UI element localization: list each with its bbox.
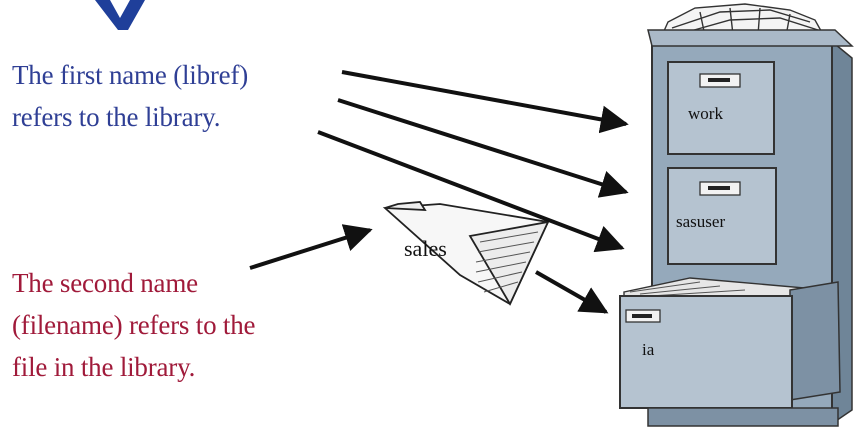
- filename-caption-line: (filename) refers to the: [12, 310, 256, 340]
- folder-label-sales: sales: [404, 236, 447, 261]
- drawer-sasuser: [667, 167, 777, 265]
- cropped-title-fragment: [95, 0, 145, 30]
- filename-caption-line: The second name: [12, 268, 198, 298]
- drawer-label-sasuser: sasuser: [676, 212, 726, 231]
- arrow-libref-to-work: [341, 70, 629, 134]
- arrows: [249, 70, 629, 314]
- libref-caption: The first name (libref) refers to the li…: [12, 54, 342, 138]
- arrow-filename-to-folder: [249, 224, 373, 270]
- filing-cabinet: [619, 3, 854, 427]
- filename-caption-line: file in the library.: [12, 352, 196, 382]
- libref-caption-line: refers to the library.: [12, 102, 221, 132]
- arrow-libref-to-sasuser: [337, 98, 629, 198]
- drawer-label-work: work: [688, 104, 723, 123]
- arrow-folder-to-ia: [535, 270, 609, 314]
- arrow-libref-to-third-drawer: [317, 130, 625, 253]
- drawer-work: [667, 61, 775, 155]
- folder-sales-icon: [382, 201, 550, 306]
- drawer-ia-open: [619, 277, 841, 409]
- drawer-label-ia: ia: [642, 340, 655, 359]
- libref-caption-line: The first name (libref): [12, 60, 249, 90]
- filename-caption: The second name (filename) refers to the…: [12, 262, 342, 388]
